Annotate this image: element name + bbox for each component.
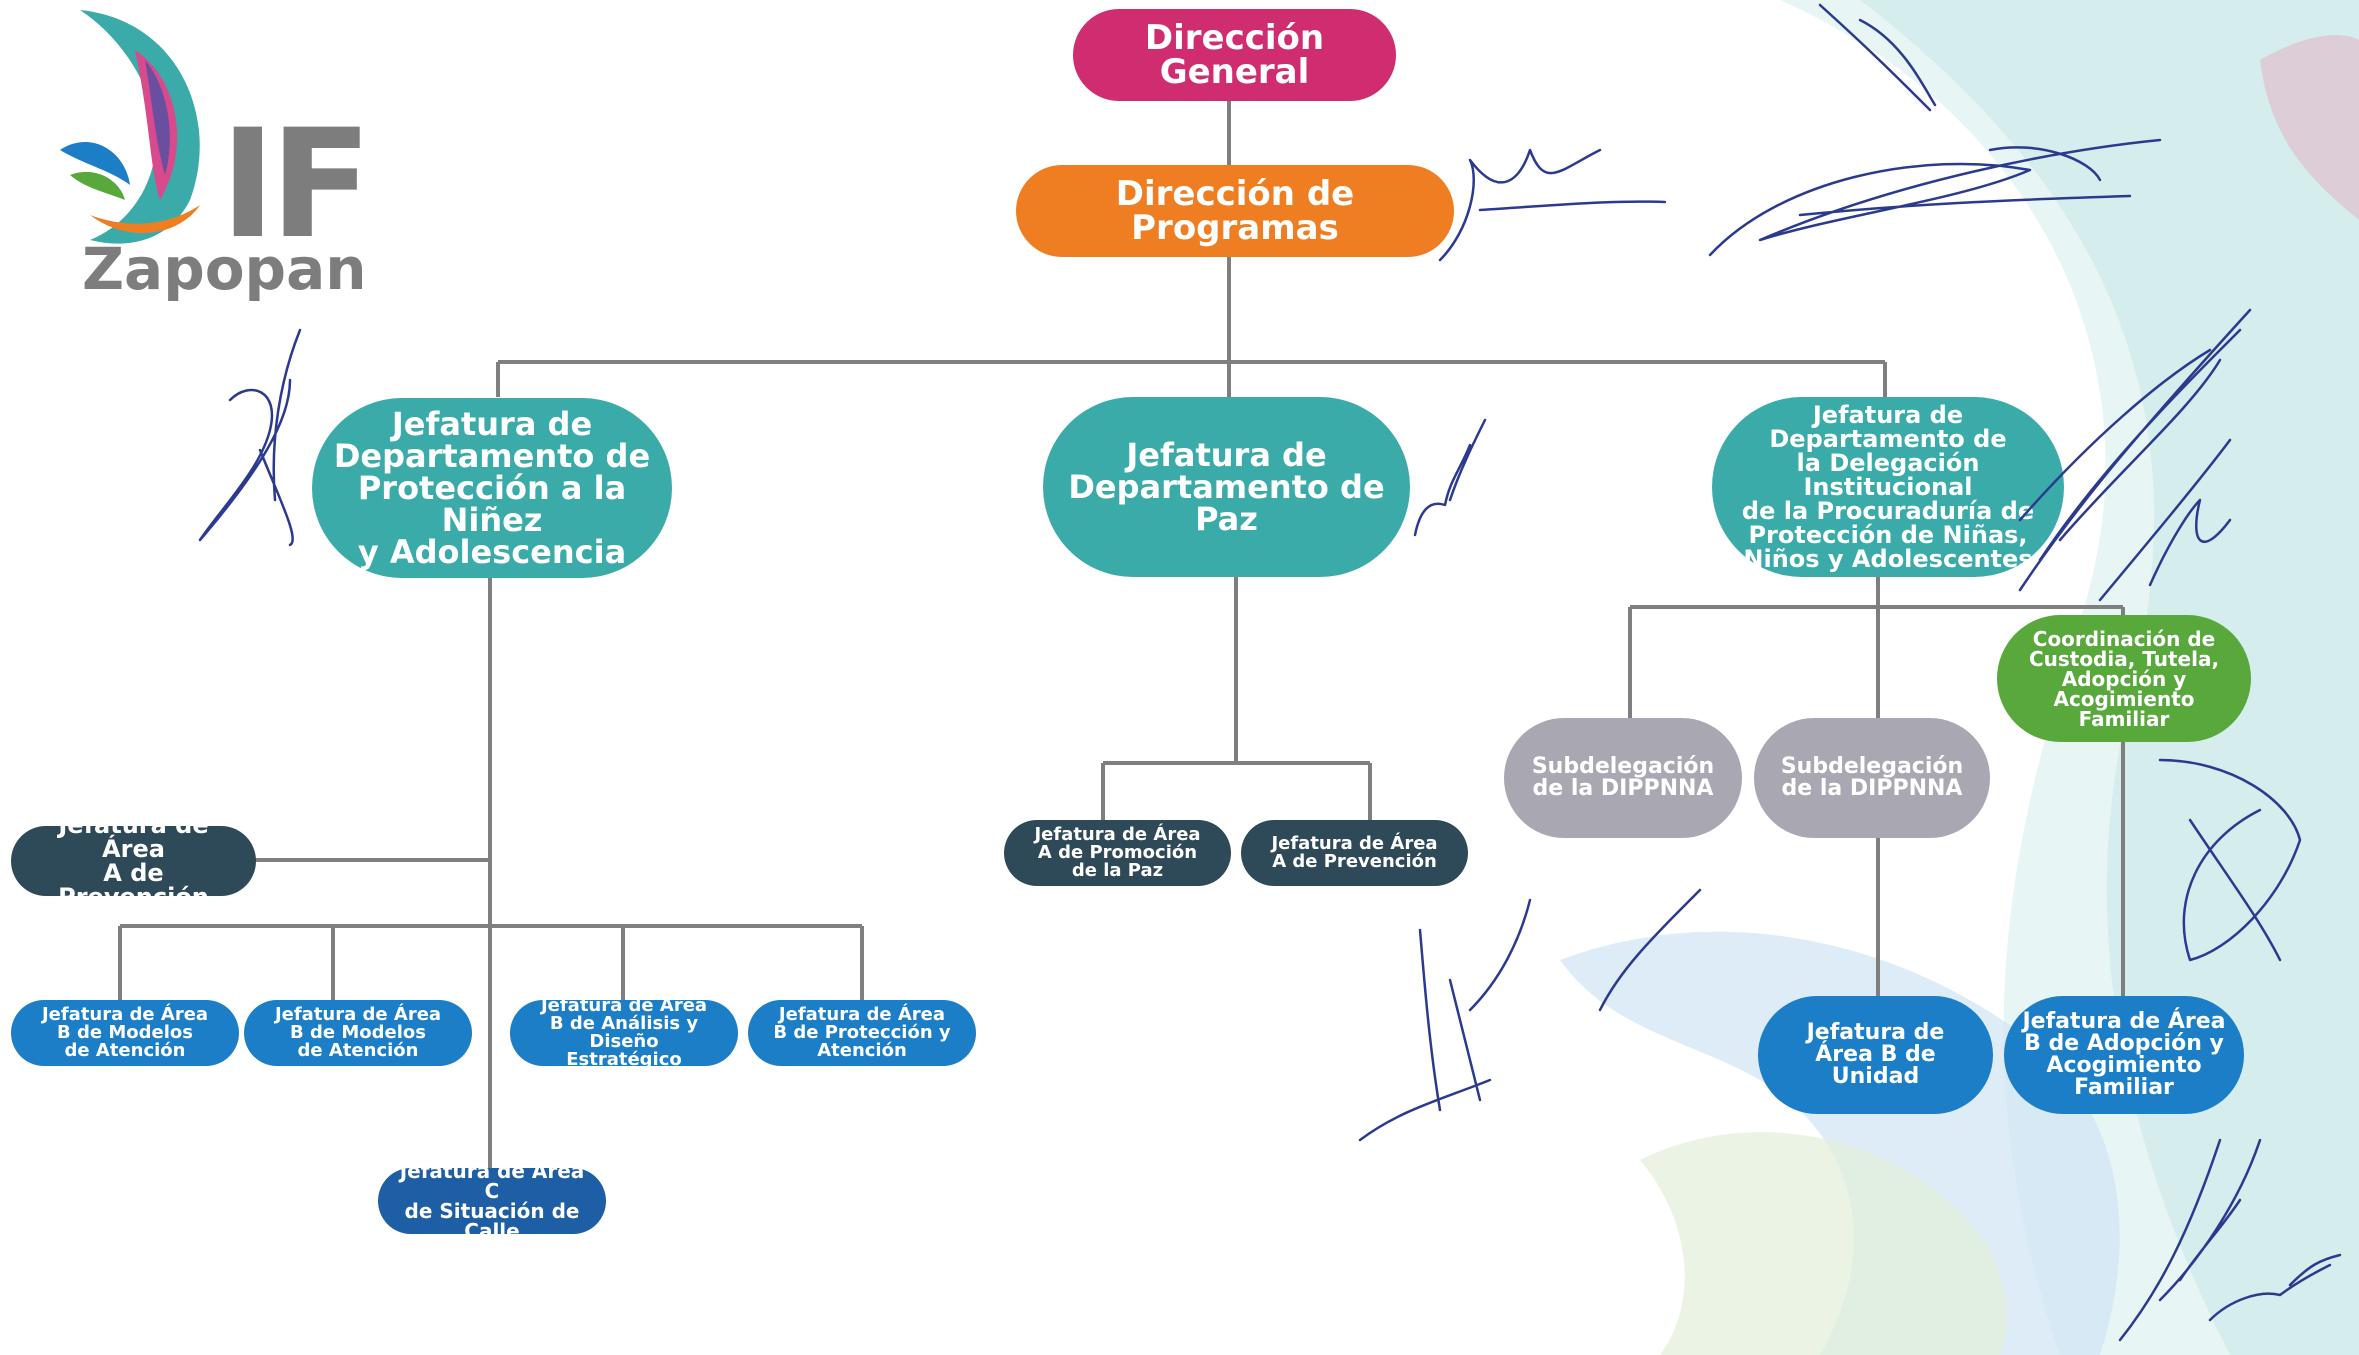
signature-mark [2118,1138,2262,1342]
node-subdelegacion-dippnna-1: Subdelegación de la DIPPNNA [1504,718,1742,838]
logo-ribbon-icon [60,10,200,244]
signature-mark [1818,3,1937,112]
node-area-b-analisis-diseno: Jefatura de Área B de Análisis y Diseño … [510,997,738,1069]
logo-city: Zapopan [82,235,367,303]
node-area-a-promocion-paz: Jefatura de Área A de Promoción de la Pa… [1004,820,1231,886]
node-area-b-proteccion-atencion: Jefatura de Área B de Protección y Atenc… [748,1000,976,1066]
dif-zapopan-logo: IF Zapopan [40,0,380,320]
signature-mark [1438,148,1667,262]
signature-mark [2018,308,2252,602]
signature-mark [2208,1253,2342,1322]
node-jefatura-paz: Jefatura de Departamento de Paz [1043,397,1410,577]
node-area-b-modelos-atencion-2: Jefatura de Área B de Modelos de Atenció… [244,1000,472,1066]
node-area-a-prevencion-paz: Jefatura de Área A de Prevención [1241,820,1468,886]
signature-mark [198,328,302,547]
node-area-b-modelos-atencion-1: Jefatura de Área B de Modelos de Atenció… [11,1000,239,1066]
signature-mark [1358,888,1702,1142]
node-jefatura-proteccion-ninez: Jefatura de Departamento de Protección a… [312,398,672,578]
node-coordinacion-custodia: Coordinación de Custodia, Tutela, Adopci… [1997,615,2251,742]
signature-mark [2148,498,2232,587]
signature-mark [1413,418,1487,537]
node-area-b-unidad: Jefatura de Área B de Unidad [1758,996,1993,1114]
node-direccion-programas: Dirección de Programas [1016,165,1454,257]
node-jefatura-delegacion: Jefatura de Departamento de la Delegació… [1712,397,2064,577]
signature-mark [1708,138,2162,257]
node-area-b-adopcion-acogimiento: Jefatura de Área B de Adopción y Acogimi… [2004,996,2244,1114]
node-subdelegacion-dippnna-2: Subdelegación de la DIPPNNA [1754,718,1990,838]
node-direccion-general: Dirección General [1073,9,1396,101]
signature-mark [2158,758,2302,962]
logo-acronym: IF [220,98,372,272]
